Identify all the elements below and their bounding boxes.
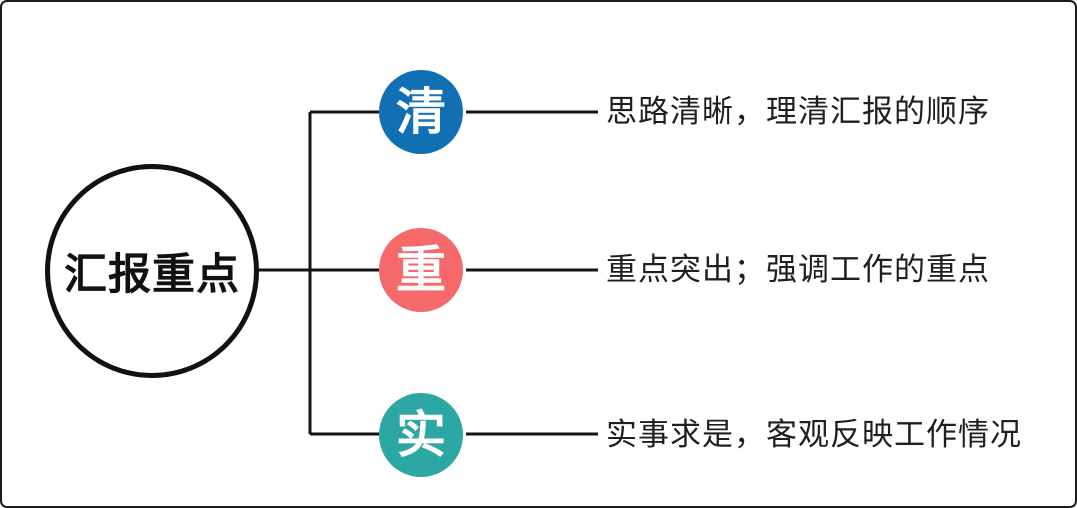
branch-key-qing: 清 [396,84,446,140]
branch-description-zhong: 重点突出；强调工作的重点 [606,252,990,287]
branch-key-zhong: 重 [396,242,446,298]
central-topic-label: 汇报重点 [64,251,240,299]
branch-description-shi: 实事求是，客观反映工作情况 [606,417,1022,452]
branch-description-qing: 思路清晰，理清汇报的顺序 [606,94,990,129]
branch-circle-zhong: 重 [379,228,463,312]
branch-circle-qing: 清 [379,70,463,154]
branch-circle-shi: 实 [379,393,463,477]
central-topic-circle: 汇报重点 [45,164,259,378]
branch-key-shi: 实 [396,407,446,463]
